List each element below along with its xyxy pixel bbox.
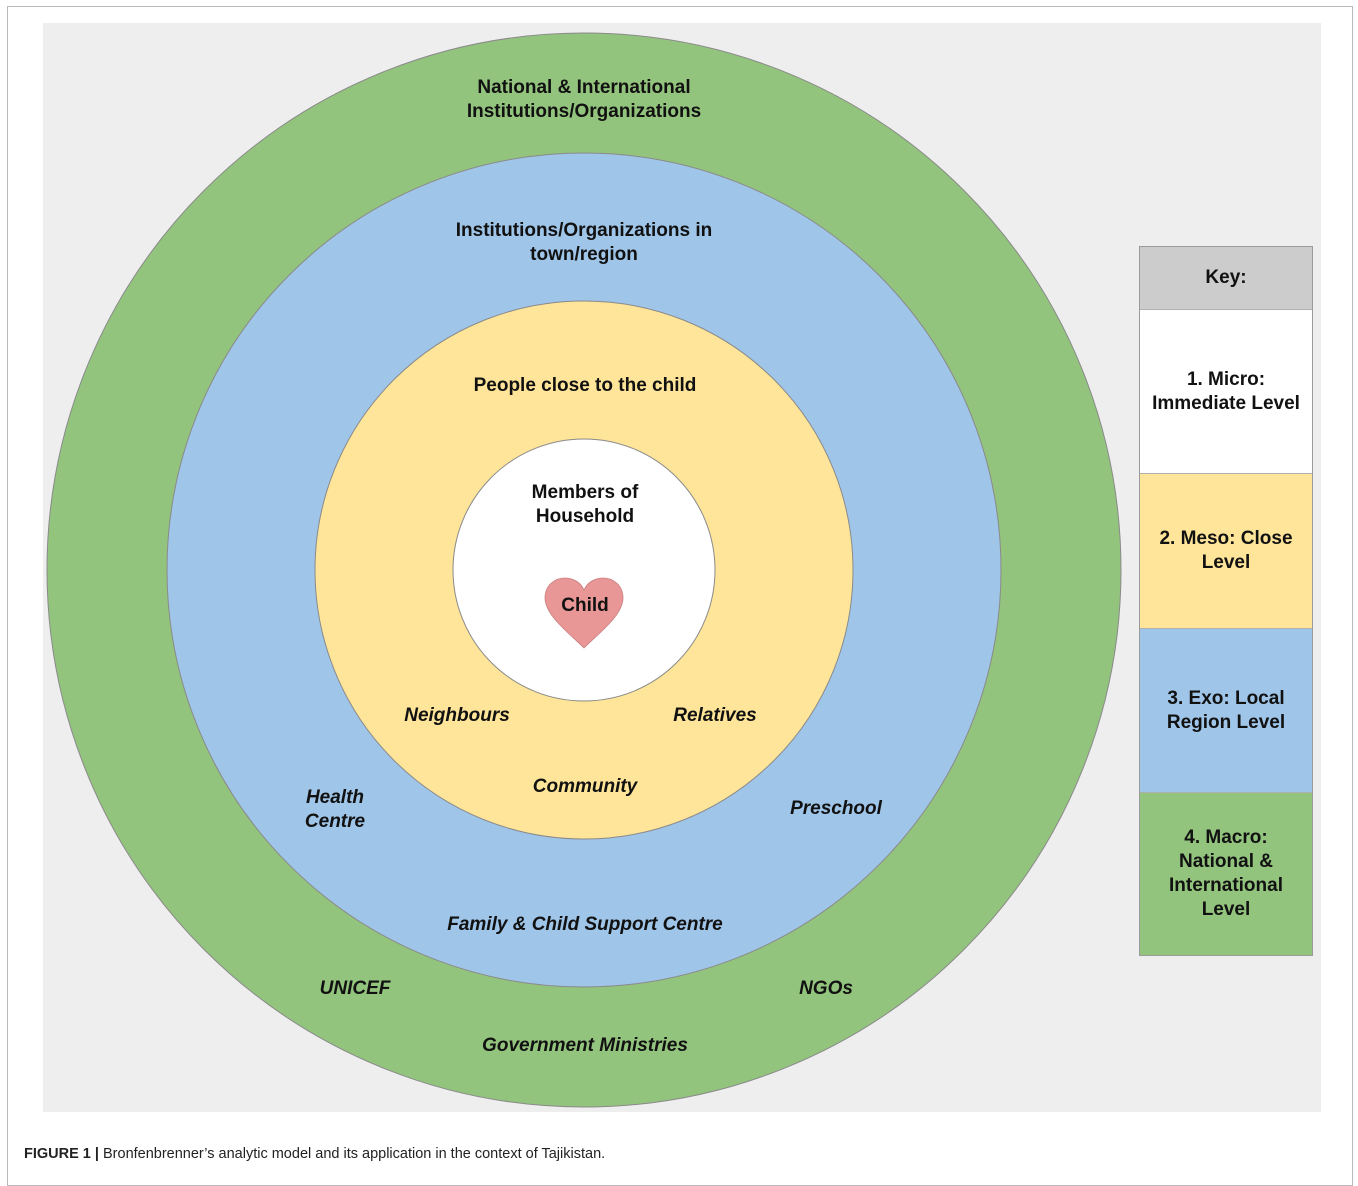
child-label: Child bbox=[561, 595, 609, 616]
heart-icon bbox=[544, 577, 624, 649]
meso-item-neighbours: Neighbours bbox=[404, 705, 510, 726]
figure-label: FIGURE 1 | bbox=[24, 1146, 99, 1162]
macro-item-government-ministries: Government Ministries bbox=[482, 1035, 688, 1056]
meso-item-community: Community bbox=[532, 776, 638, 797]
exo-item-family-child-support-centre: Family & Child Support Centre bbox=[447, 914, 723, 935]
micro-ring bbox=[452, 438, 716, 702]
key-legend: Key: 1. Micro:Immediate Level 2. Meso: C… bbox=[1139, 246, 1313, 956]
macro-item-ngos: NGOs bbox=[799, 978, 853, 999]
key-level-micro: 1. Micro:Immediate Level bbox=[1140, 310, 1312, 474]
caption-text: Bronfenbrenner’s analytic model and its … bbox=[103, 1146, 606, 1162]
exo-item-preschool: Preschool bbox=[790, 798, 882, 819]
macro-item-unicef: UNICEF bbox=[319, 978, 391, 999]
meso-item-relatives: Relatives bbox=[673, 705, 757, 726]
key-header: Key: bbox=[1140, 247, 1312, 310]
figure-caption: FIGURE 1 | Bronfenbrenner’s analytic mod… bbox=[24, 1146, 605, 1162]
meso-ring-title: People close to the child bbox=[473, 375, 697, 396]
